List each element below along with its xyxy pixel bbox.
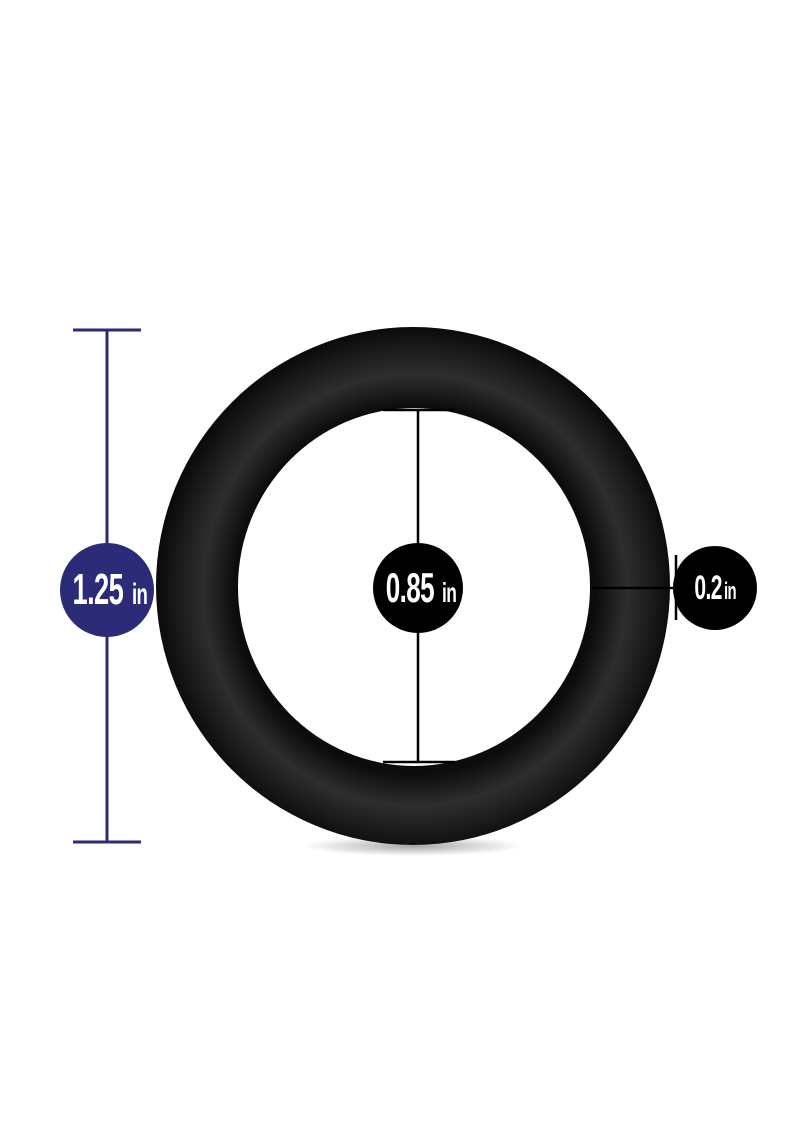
overall-diameter-value: 1.25: [72, 565, 123, 614]
overall-diameter-unit: in: [132, 578, 148, 611]
overall-diameter-badge: 1.25 in: [60, 543, 154, 637]
thickness-unit: in: [724, 577, 737, 605]
inner-diameter-unit: in: [442, 577, 457, 608]
inner-diameter-value: 0.85: [385, 564, 434, 611]
thickness-value: 0.2: [694, 568, 723, 607]
thickness-badge: 0.2 in: [673, 546, 757, 630]
inner-diameter-badge: 0.85 in: [373, 543, 463, 633]
